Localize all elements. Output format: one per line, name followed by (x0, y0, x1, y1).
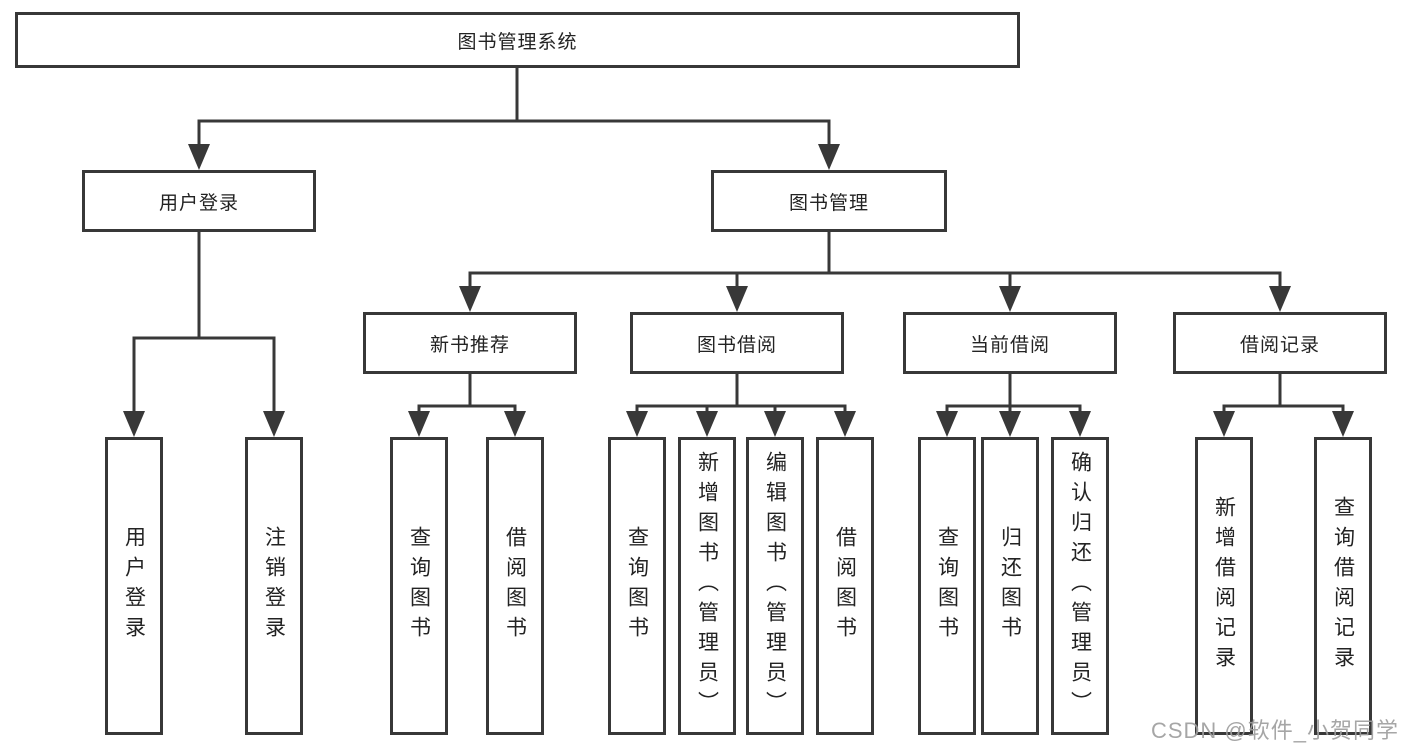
arrowhead-icon (263, 411, 285, 437)
arrowhead-icon (818, 144, 840, 170)
leaf-edit-books-admin: 编辑图书（管理员） (746, 437, 804, 735)
leaf-confirm-return-admin: 确认归还（管理员） (1051, 437, 1109, 735)
leaf-query-books-2: 查询图书 (608, 437, 666, 735)
leaf-add-books-admin: 新增图书（管理员） (678, 437, 736, 735)
arrowhead-icon (459, 286, 481, 312)
arrowhead-icon (188, 144, 210, 170)
leaf-borrow-books-2: 借阅图书 (816, 437, 874, 735)
leaf-label: 确认归还（管理员） (1068, 451, 1092, 721)
leaf-label: 归还图书 (998, 526, 1022, 646)
leaf-label: 查询借阅记录 (1331, 496, 1355, 676)
arrowheads (123, 144, 1354, 437)
leaf-user-login: 用户登录 (105, 437, 163, 735)
leaf-label: 借阅图书 (503, 526, 527, 646)
leaf-return-books: 归还图书 (981, 437, 1039, 735)
leaf-query-books-3: 查询图书 (918, 437, 976, 735)
leaf-label: 新增图书（管理员） (695, 451, 719, 721)
leaf-query-books-1: 查询图书 (390, 437, 448, 735)
arrowhead-icon (726, 286, 748, 312)
leaf-borrow-books-1: 借阅图书 (486, 437, 544, 735)
arrowhead-icon (936, 411, 958, 437)
arrowhead-icon (696, 411, 718, 437)
node-section-new-books: 新书推荐 (363, 312, 577, 374)
leaf-query-borrow-record: 查询借阅记录 (1314, 437, 1372, 735)
arrowhead-icon (1069, 411, 1091, 437)
arrowhead-icon (1332, 411, 1354, 437)
connector-section3-to-leaves (1222, 374, 1345, 413)
node-section-label: 图书借阅 (696, 334, 777, 356)
node-root: 图书管理系统 (15, 12, 1020, 68)
connector-section0-to-leaves (417, 374, 517, 413)
connector-section1-to-leaves (635, 374, 847, 413)
leaf-label: 新增借阅记录 (1212, 496, 1236, 676)
node-book-manage-label: 图书管理 (788, 192, 869, 214)
arrowhead-icon (1213, 411, 1235, 437)
csdn-watermark: CSDN @软件_小贺同学 (1150, 718, 1399, 743)
node-section-label: 当前借阅 (969, 334, 1050, 356)
arrowhead-icon (764, 411, 786, 437)
leaf-label: 注销登录 (262, 526, 286, 646)
node-section-borrow-records: 借阅记录 (1173, 312, 1387, 374)
leaf-label: 编辑图书（管理员） (763, 451, 787, 721)
node-section-label: 借阅记录 (1239, 334, 1320, 356)
arrowhead-icon (1269, 286, 1291, 312)
node-user-login-label: 用户登录 (158, 192, 239, 214)
leaf-label: 借阅图书 (833, 526, 857, 646)
arrowhead-icon (999, 411, 1021, 437)
leaf-logout: 注销登录 (245, 437, 303, 735)
arrowhead-icon (504, 411, 526, 437)
node-section-current-borrow: 当前借阅 (903, 312, 1117, 374)
leaf-label: 用户登录 (122, 526, 146, 646)
arrowhead-icon (834, 411, 856, 437)
leaf-label: 查询图书 (935, 526, 959, 646)
leaf-add-borrow-record: 新增借阅记录 (1195, 437, 1253, 735)
arrowhead-icon (408, 411, 430, 437)
connector-login-to-leaves (132, 232, 276, 413)
node-root-label: 图书管理系统 (457, 31, 578, 53)
leaf-label: 查询图书 (625, 526, 649, 646)
arrowhead-icon (999, 286, 1021, 312)
node-user-login: 用户登录 (82, 170, 316, 232)
node-book-manage: 图书管理 (711, 170, 947, 232)
arrowhead-icon (626, 411, 648, 437)
arrowhead-icon (123, 411, 145, 437)
connector-manage-to-sections (468, 232, 1282, 288)
leaf-label: 查询图书 (407, 526, 431, 646)
connector-section2-to-leaves (945, 374, 1082, 413)
node-section-label: 新书推荐 (429, 334, 510, 356)
connector-root-to-level2 (197, 68, 831, 146)
node-section-book-borrow: 图书借阅 (630, 312, 844, 374)
